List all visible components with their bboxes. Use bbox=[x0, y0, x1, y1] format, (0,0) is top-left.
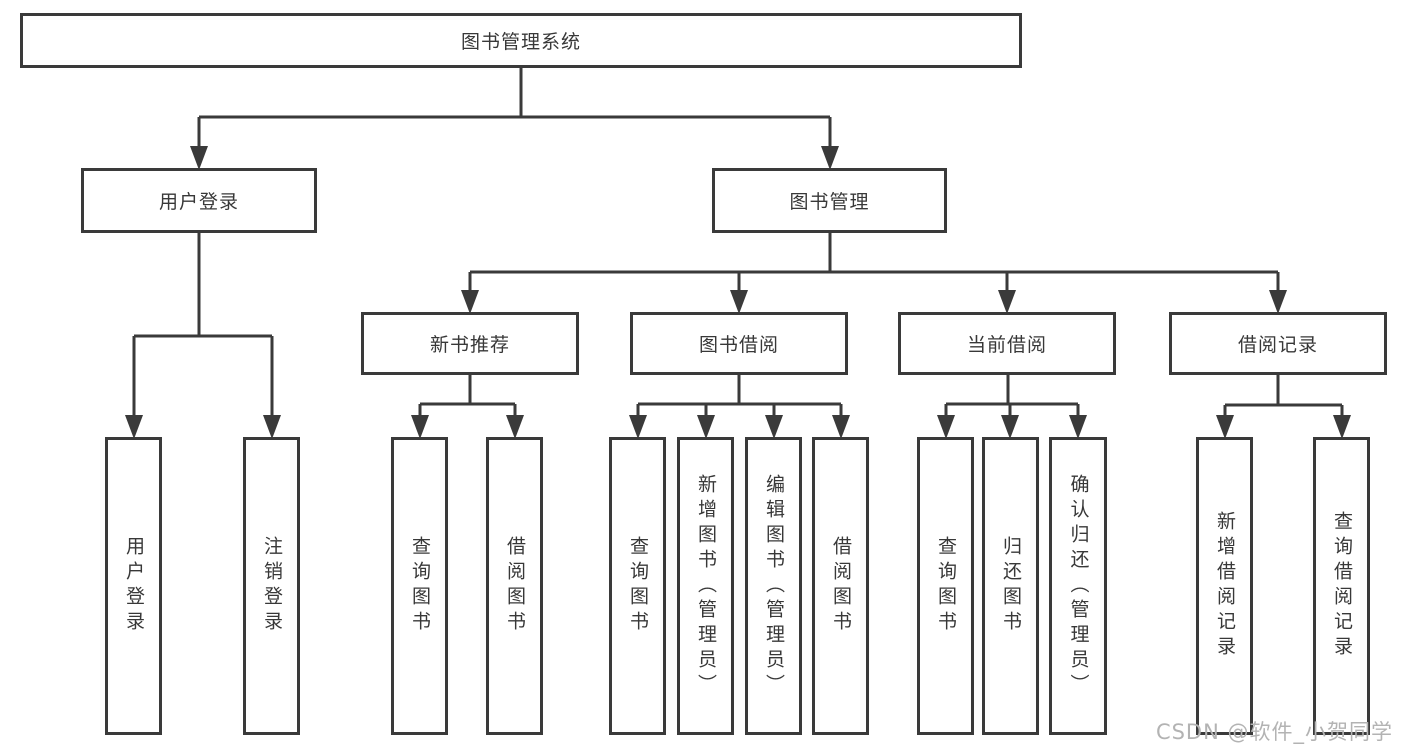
leaf-label: 借阅图书 bbox=[504, 536, 526, 636]
leaf-return-books: 归还图书 bbox=[982, 437, 1039, 735]
leaf-label: 编辑图书（管理员） bbox=[763, 473, 785, 699]
leaf-label: 查询图书 bbox=[627, 536, 649, 636]
leaf-query-books-current: 查询图书 bbox=[917, 437, 974, 735]
node-user-login: 用户登录 bbox=[81, 168, 317, 233]
node-library-management-system: 图书管理系统 bbox=[20, 13, 1022, 68]
leaf-label: 注销登录 bbox=[261, 536, 283, 636]
node-label: 图书管理 bbox=[789, 191, 870, 213]
leaf-add-books-admin: 新增图书（管理员） bbox=[677, 437, 734, 735]
csdn-watermark: CSDN @软件_小贺同学 bbox=[1155, 720, 1393, 744]
node-book-management: 图书管理 bbox=[712, 168, 947, 233]
leaf-label: 归还图书 bbox=[1000, 536, 1022, 636]
node-label: 用户登录 bbox=[158, 191, 239, 213]
leaf-query-borrowing-record: 查询借阅记录 bbox=[1313, 437, 1370, 735]
leaf-label: 新增图书（管理员） bbox=[695, 473, 717, 699]
leaf-label: 确认归还（管理员） bbox=[1067, 473, 1090, 699]
leaf-borrow-books-borrowing: 借阅图书 bbox=[812, 437, 869, 735]
leaf-label: 用户登录 bbox=[123, 536, 145, 636]
leaf-add-borrowing-record: 新增借阅记录 bbox=[1196, 437, 1253, 735]
node-label: 当前借阅 bbox=[966, 334, 1047, 356]
leaf-edit-books-admin: 编辑图书（管理员） bbox=[745, 437, 802, 735]
leaf-logout: 注销登录 bbox=[243, 437, 300, 735]
arrowheads bbox=[125, 146, 1351, 439]
node-new-book-recommendation: 新书推荐 bbox=[361, 312, 579, 375]
node-current-borrowing: 当前借阅 bbox=[898, 312, 1116, 375]
node-label: 新书推荐 bbox=[429, 334, 510, 356]
leaf-label: 新增借阅记录 bbox=[1214, 511, 1236, 661]
node-borrowing-records: 借阅记录 bbox=[1169, 312, 1387, 375]
leaf-borrow-books-recommendation: 借阅图书 bbox=[486, 437, 543, 735]
leaf-query-books-recommendation: 查询图书 bbox=[391, 437, 448, 735]
node-label: 图书管理系统 bbox=[460, 31, 581, 53]
leaf-label: 查询借阅记录 bbox=[1331, 511, 1353, 661]
leaf-query-books-borrowing: 查询图书 bbox=[609, 437, 666, 735]
node-label: 借阅记录 bbox=[1237, 334, 1318, 356]
leaf-label: 查询图书 bbox=[935, 536, 957, 636]
leaf-label: 查询图书 bbox=[409, 536, 431, 636]
leaf-user-login: 用户登录 bbox=[105, 437, 162, 735]
node-label: 图书借阅 bbox=[698, 334, 779, 356]
node-book-borrowing: 图书借阅 bbox=[630, 312, 848, 375]
leaf-label: 借阅图书 bbox=[830, 536, 852, 636]
leaf-confirm-return-admin: 确认归还（管理员） bbox=[1049, 437, 1107, 735]
